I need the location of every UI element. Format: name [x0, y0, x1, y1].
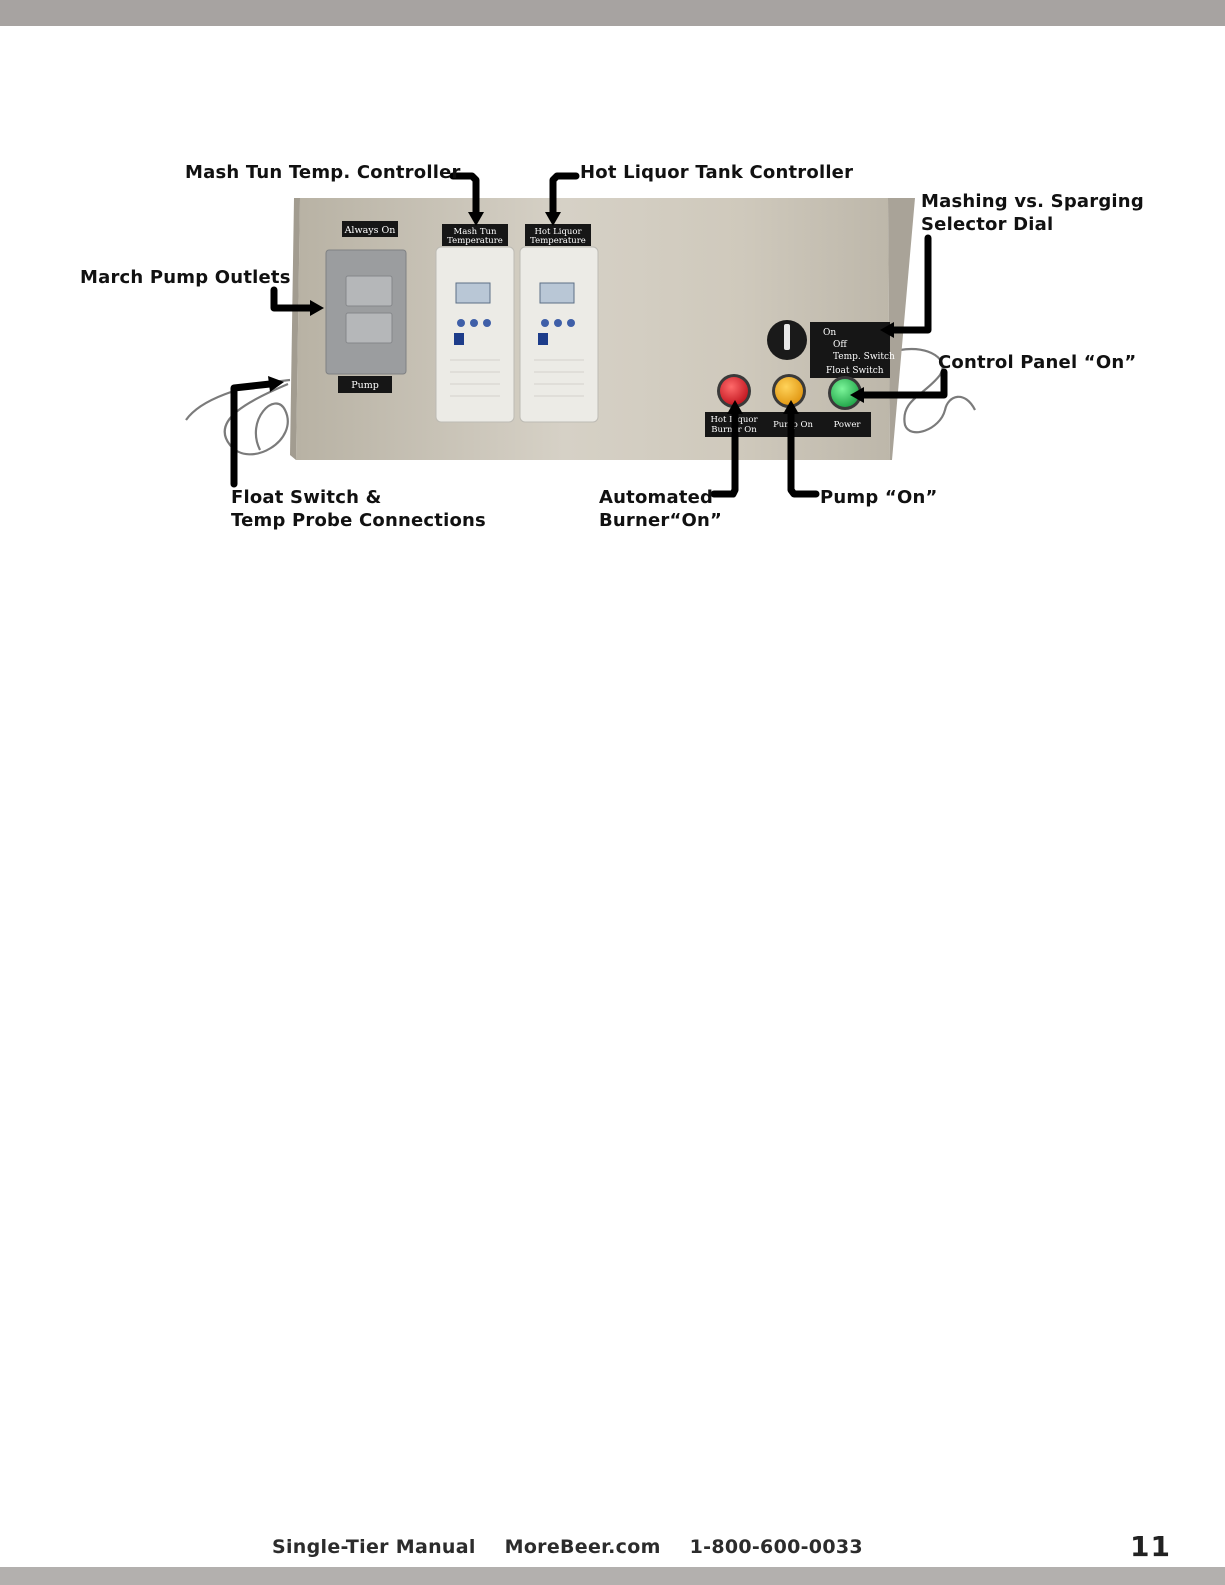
callout-pump-outlets: March Pump Outlets	[80, 267, 291, 288]
ranco-logo-icon	[538, 333, 548, 345]
callout-mash-tun-controller: Mash Tun Temp. Controller	[185, 162, 461, 183]
page-number: 11	[1130, 1530, 1171, 1563]
callout-control-panel-on: Control Panel “On”	[938, 352, 1137, 373]
hlt-plate-line1: Hot Liquor	[534, 227, 582, 237]
ranco-logo-icon	[454, 333, 464, 345]
header-band	[0, 0, 1225, 26]
arrow-float-switch	[230, 380, 274, 488]
dial-plate	[810, 322, 890, 378]
dial-temp-label: Temp. Switch	[833, 352, 895, 362]
hlt-button	[541, 319, 549, 327]
always-on-plate	[342, 221, 398, 237]
burner-light	[720, 377, 748, 405]
hlt-plate	[525, 224, 591, 246]
footer-manual: Single-Tier Manual	[272, 1536, 476, 1558]
left-cable	[185, 378, 291, 456]
footer-site: MoreBeer.com	[504, 1536, 661, 1558]
dial-off-label: Off	[833, 340, 847, 350]
arrow-control-panel	[858, 368, 948, 399]
mash-tun-plate-line1: Mash Tun	[454, 227, 497, 237]
mash-tun-plate	[442, 224, 508, 246]
power-light	[831, 379, 859, 407]
callout-hlt-controller: Hot Liquor Tank Controller	[580, 162, 854, 183]
selector-dial-pointer	[784, 324, 790, 350]
callout-burner-on: Automated Burner“On”	[599, 487, 723, 531]
footer-band	[0, 1567, 1225, 1585]
mash-tun-button	[457, 319, 465, 327]
arrow-mash-tun	[449, 172, 480, 220]
mash-tun-plate-line2: Temperature	[447, 236, 503, 246]
footer: Single-Tier Manual MoreBeer.com 1-800-60…	[272, 1536, 885, 1558]
hlt-display	[539, 282, 575, 304]
mash-tun-display	[455, 282, 491, 304]
arrow-burner	[710, 408, 739, 498]
callout-selector-dial: Mashing vs. Sparging Selector Dial	[921, 191, 1144, 235]
control-panel-figure: Always On Pump Mash Tun Temperature Hot …	[185, 172, 976, 498]
arrow-pump-on	[787, 408, 820, 498]
arrow-selector-dial	[888, 234, 932, 334]
hlt-plate-line2: Temperature	[530, 236, 586, 246]
outlet-box	[325, 249, 407, 375]
arrow-pump-outlets	[270, 286, 316, 312]
footer-phone: 1-800-600-0033	[689, 1536, 863, 1558]
pump-plate	[338, 376, 392, 393]
right-cable	[899, 347, 976, 434]
power-light-label: Power	[834, 420, 862, 430]
dial-on-label: On	[823, 328, 836, 338]
pump-light	[775, 377, 803, 405]
callout-pump-on: Pump “On”	[820, 487, 938, 508]
dial-float-label: Float Switch	[826, 366, 884, 376]
pump-label: Pump	[351, 380, 379, 391]
outlet-cover-top	[345, 275, 393, 307]
callout-float-switch: Float Switch & Temp Probe Connections	[231, 487, 486, 531]
arrow-hlt	[549, 172, 580, 220]
always-on-label: Always On	[344, 225, 396, 236]
outlet-cover-bottom	[345, 312, 393, 344]
